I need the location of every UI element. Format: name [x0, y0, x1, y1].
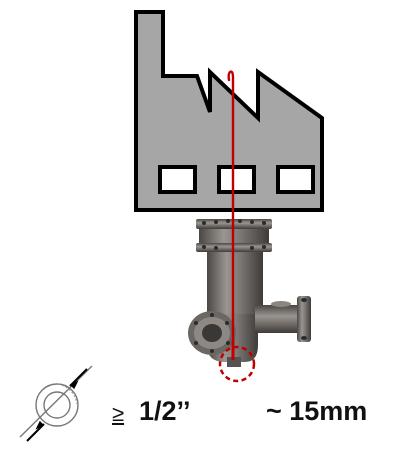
factory-window-3: [276, 165, 315, 194]
pipe-diameter-icon: [19, 365, 93, 442]
pipe-size-mm-label: ~ 15mm: [266, 396, 368, 426]
greater-equal-symbol: ≥: [112, 401, 125, 426]
pipe-size-inch-label: 1/2’’: [139, 396, 191, 426]
factory-window-2: [217, 165, 256, 194]
sample-line: [227, 70, 235, 360]
factory-icon: [134, 10, 324, 212]
factory-window-1: [158, 165, 197, 194]
filter-housing-icon: [188, 219, 311, 367]
highlight-circle: [218, 345, 256, 383]
factory-building: [134, 10, 324, 212]
